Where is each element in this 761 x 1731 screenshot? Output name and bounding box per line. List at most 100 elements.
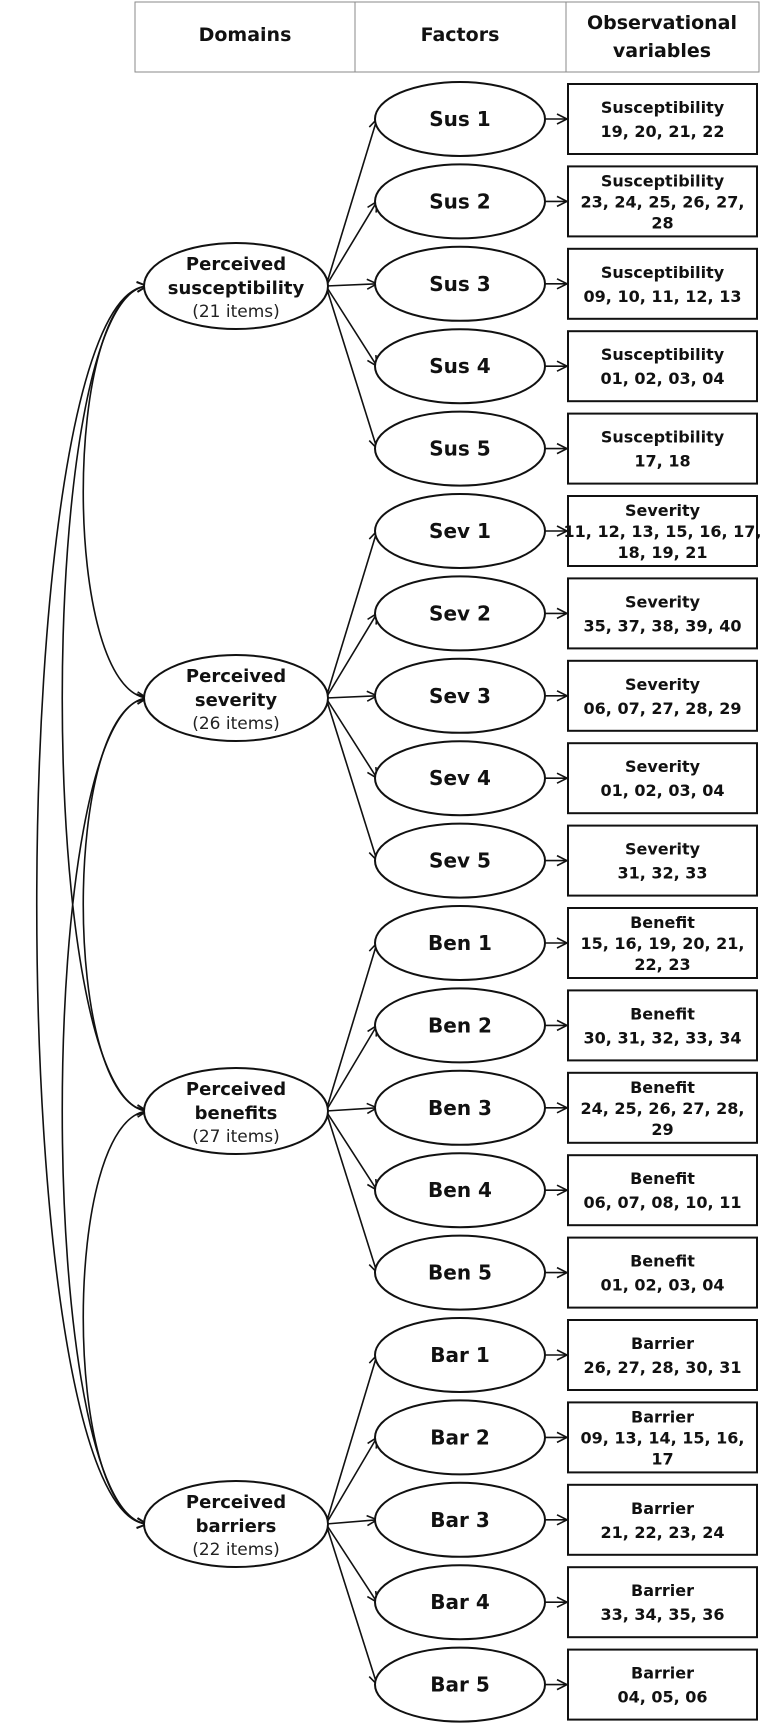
domain-to-factor-arrow [325, 531, 377, 699]
observational-variable-label: Barrier [631, 1499, 694, 1518]
domain-name-line1: Perceived [186, 1079, 286, 1100]
factor-label: Bar 5 [430, 1673, 489, 1697]
domain-name-line1: Perceived [186, 666, 286, 687]
observational-variable-box [567, 824, 758, 897]
domain-to-factor-arrow [325, 1110, 377, 1190]
factor-node [374, 987, 546, 1064]
domain-to-factor-arrow [325, 1523, 377, 1685]
observational-variable-label: Susceptibility [601, 98, 725, 117]
observational-variable-items: 01, 02, 03, 04 [600, 369, 724, 388]
observational-variable-label: Susceptibility [601, 428, 725, 447]
domain-to-factor-arrow [325, 1025, 377, 1112]
observational-variable-items: 18, 19, 21 [617, 543, 707, 562]
factor-label: Sev 5 [429, 849, 491, 873]
domain-to-factor-arrow [325, 201, 377, 287]
observational-variable-box [567, 165, 758, 238]
domain-node [143, 654, 329, 742]
observational-variable-box [567, 412, 758, 485]
factor-node [374, 740, 546, 817]
factor-node [374, 822, 546, 899]
factor-label: Ben 5 [428, 1261, 492, 1285]
factor-label: Ben 2 [428, 1013, 492, 1037]
domain-to-factor-arrow [325, 1110, 377, 1273]
observational-variable-items: 09, 13, 14, 15, 16, [581, 1428, 745, 1447]
observational-variable-box [567, 659, 758, 732]
observational-variable-items: 09, 10, 11, 12, 13 [584, 287, 742, 306]
observational-variable-items: 01, 02, 03, 04 [600, 1276, 724, 1295]
factor-node [374, 1646, 546, 1723]
factor-label: Ben 4 [428, 1178, 492, 1202]
observational-variable-box [567, 1566, 758, 1639]
factor-label: Sus 5 [429, 437, 490, 461]
factor-label: Ben 1 [428, 931, 492, 955]
domain-to-factor-arrow [325, 1108, 377, 1111]
header-observational-line2: variables [613, 40, 711, 62]
observational-variable-box [567, 1648, 758, 1721]
factor-node [374, 1481, 546, 1558]
domain-to-factor-arrow [325, 697, 377, 861]
observational-variable-items: 35, 37, 38, 39, 40 [584, 616, 742, 635]
domain-to-factor-arrow [325, 1520, 377, 1524]
factor-label: Sus 4 [429, 354, 490, 378]
factor-label: Bar 2 [430, 1425, 489, 1449]
domain-to-factor-arrow [325, 284, 377, 286]
domain-name-line2: benefits [195, 1103, 278, 1124]
factor-label: Sev 4 [429, 766, 491, 790]
header-table: Domains Factors Observational variables [134, 1, 760, 73]
observational-variable-box [567, 1483, 758, 1556]
domain-node [143, 1480, 329, 1568]
observational-variable-items: 24, 25, 26, 27, 28, [581, 1099, 745, 1118]
observational-variable-items: 06, 07, 27, 28, 29 [584, 699, 742, 718]
observational-variable-label: Severity [625, 501, 701, 520]
observational-variable-items: 31, 32, 33 [617, 864, 707, 883]
observational-variable-items: 01, 02, 03, 04 [600, 781, 724, 800]
observational-variable-label: Barrier [631, 1407, 694, 1426]
factor-node [374, 493, 546, 569]
domain-item-count: (21 items) [192, 302, 280, 322]
header-frame [134, 1, 760, 73]
observational-variable-label: Severity [625, 840, 701, 859]
observational-variable-items: 28 [651, 213, 673, 232]
observational-variable-label: Severity [625, 757, 701, 776]
observational-variable-label: Benefit [630, 1078, 695, 1097]
domain-to-factor-arrow [325, 1355, 377, 1525]
observational-variable-label: Benefit [630, 1004, 695, 1023]
domain-name-line1: Perceived [186, 1492, 286, 1513]
domain-correlation-arrow [36, 286, 147, 1524]
observational-variable-box [567, 1319, 758, 1391]
domain-name-line2: barriers [196, 1516, 277, 1537]
domain-to-factor-arrow [325, 285, 377, 366]
domain-correlation-arrow [61, 698, 147, 1524]
factor-node [374, 1234, 546, 1311]
factor-node [374, 163, 546, 240]
domain-to-factor-arrow [325, 943, 377, 1112]
header-domains: Domains [199, 24, 292, 46]
observational-variable-label: Barrier [631, 1334, 694, 1353]
domain-item-count: (27 items) [192, 1127, 280, 1147]
observational-variable-items: 33, 34, 35, 36 [600, 1605, 724, 1624]
observational-variable-label: Barrier [631, 1581, 694, 1600]
factor-node [374, 1564, 546, 1641]
factor-node [374, 657, 546, 734]
factor-node [374, 1152, 546, 1229]
domain-to-factor-arrow [325, 613, 377, 699]
observational-variable-items: 21, 22, 23, 24 [600, 1523, 724, 1542]
observational-variable-items: 26, 27, 28, 30, 31 [584, 1358, 742, 1377]
observational-variable-label: Benefit [630, 1252, 695, 1271]
header-factors: Factors [421, 24, 500, 46]
observational-variable-label: Severity [625, 675, 701, 694]
observational-variable-items: 30, 31, 32, 33, 34 [584, 1028, 742, 1047]
domain-to-factor-arrow [325, 696, 377, 698]
factor-label: Sev 2 [429, 601, 491, 625]
domain-item-count: (22 items) [192, 1540, 280, 1560]
factor-node [374, 1317, 546, 1393]
observational-variable-box [567, 907, 758, 979]
observational-variable-box [567, 1401, 758, 1474]
domain-node [143, 242, 329, 330]
factor-label: Sus 1 [429, 107, 490, 131]
factor-node [374, 1069, 546, 1146]
observational-variable-label: Barrier [631, 1664, 694, 1683]
observational-variable-items: 17 [651, 1449, 673, 1468]
factor-node [374, 575, 546, 652]
observational-variable-label: Benefit [630, 1169, 695, 1188]
